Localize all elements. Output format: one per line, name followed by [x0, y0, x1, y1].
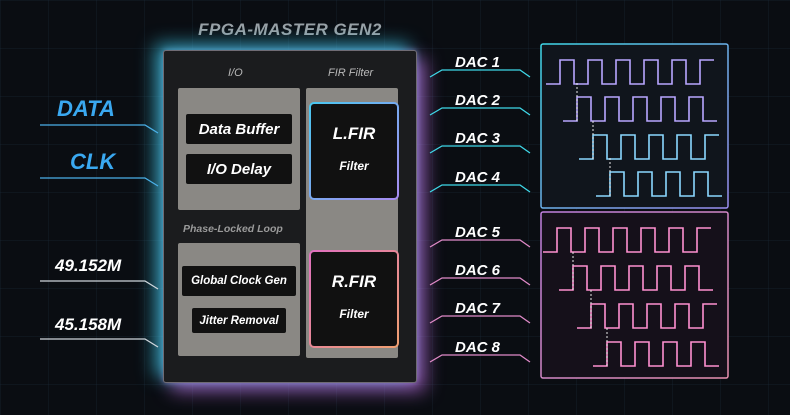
dac-2-waveform: [563, 96, 717, 122]
dac-3-waveform: [579, 134, 719, 160]
io-delay-block: I/O Delay: [186, 154, 292, 184]
dac-4-label: DAC 4: [455, 169, 501, 186]
dac-2-label: DAC 2: [455, 92, 501, 109]
dac-6-label: DAC 6: [455, 262, 501, 279]
dac-4-line: [429, 184, 531, 193]
osc-49-line: [40, 280, 159, 290]
dac-8-waveform: [593, 341, 719, 367]
right-fir-title: R.FIR: [331, 272, 377, 291]
clk-input-line: [40, 177, 159, 187]
dac-1-line: [429, 69, 531, 78]
osc-45-label: 45.158M: [55, 315, 122, 334]
osc-49-label: 49.152M: [55, 256, 122, 275]
dac-lines: [429, 69, 531, 363]
right-fir-filter-block: R.FIR Filter: [309, 250, 399, 348]
fpga-title: FPGA-MASTER GEN2: [198, 20, 382, 39]
dac-3-label: DAC 3: [455, 130, 501, 147]
left-fir-subtitle: Filter: [339, 159, 369, 173]
fpga-chip: I/O FIR Filter Data Buffer I/O Delay Pha…: [163, 50, 417, 383]
dac-7-label: DAC 7: [455, 300, 501, 317]
dac-7-waveform: [577, 303, 717, 329]
dac-8-label: DAC 8: [455, 339, 501, 356]
fir-panel: L.FIR Filter R.FIR Filter: [306, 88, 398, 358]
global-clock-gen-block: Global Clock Gen: [182, 266, 296, 296]
left-fir-title: L.FIR: [332, 124, 376, 143]
dac-6-line: [429, 277, 531, 286]
dac-8-line: [429, 354, 531, 363]
pll-header: Phase-Locked Loop: [183, 223, 283, 235]
dac-4-waveform: [596, 171, 722, 197]
dac-1-label: DAC 1: [455, 54, 501, 71]
dac-6-waveform: [559, 265, 713, 291]
dac-5-waveform: [543, 227, 711, 253]
fir-filter-header: FIR Filter: [328, 67, 374, 79]
right-fir-subtitle: Filter: [339, 307, 369, 321]
io-header: I/O: [228, 67, 243, 79]
left-fir-filter-block: L.FIR Filter: [309, 102, 399, 200]
jitter-removal-block: Jitter Removal: [192, 308, 286, 333]
dac-3-line: [429, 145, 531, 154]
data-buffer-block: Data Buffer: [186, 114, 292, 144]
osc-45-line: [40, 338, 159, 348]
dac-5-label: DAC 5: [455, 224, 501, 241]
data-input-label: DATA: [57, 96, 115, 121]
pll-panel: Global Clock Gen Jitter Removal: [178, 243, 300, 356]
clk-input-label: CLK: [70, 149, 116, 174]
input-lines: [40, 124, 159, 348]
waveform-panel-top: [540, 43, 729, 209]
io-panel: Data Buffer I/O Delay: [178, 88, 300, 210]
dac-2-line: [429, 107, 531, 116]
data-input-line: [40, 124, 159, 134]
waveform-panel-bottom: [540, 211, 729, 379]
dac-5-line: [429, 239, 531, 248]
dac-7-line: [429, 315, 531, 324]
dac-1-waveform: [546, 59, 714, 85]
